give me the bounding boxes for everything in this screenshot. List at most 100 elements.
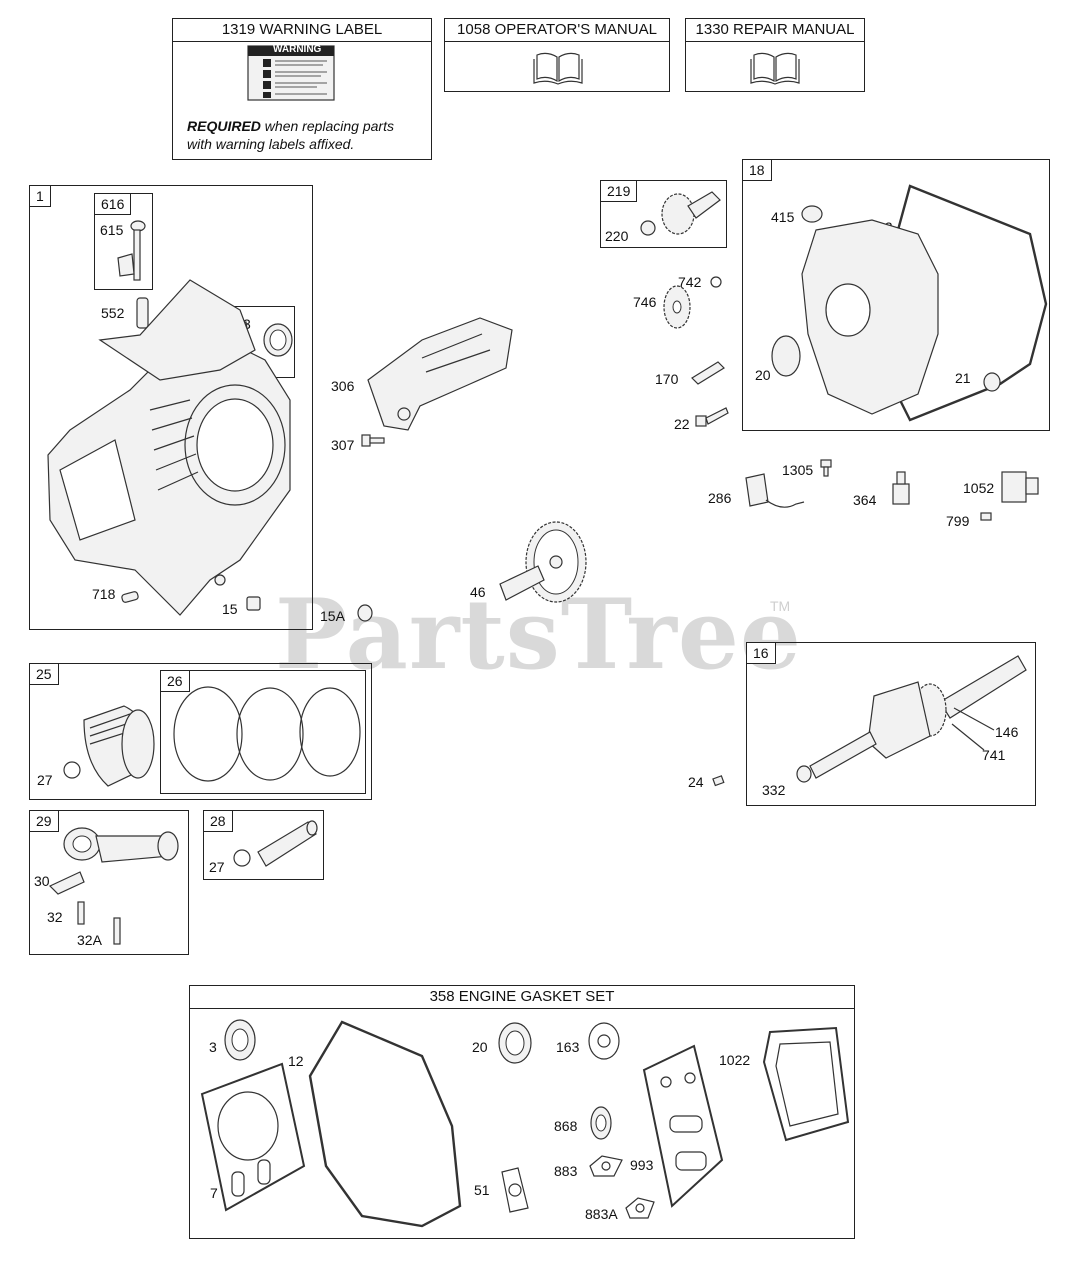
group-1-tag: 1 — [29, 185, 51, 207]
label-15: 15 — [222, 601, 238, 617]
clip-742-part — [710, 276, 722, 288]
note-line1: when replacing parts — [260, 118, 394, 134]
book-icon — [533, 52, 583, 85]
label-30: 30 — [34, 873, 50, 889]
group-28-tag: 28 — [203, 810, 233, 832]
label-20-gasket: 20 — [472, 1039, 488, 1055]
label-883: 883 — [554, 1163, 578, 1179]
label-22: 22 — [674, 416, 690, 432]
label-332: 332 — [762, 782, 786, 798]
cover-gasket-part — [308, 1020, 462, 1228]
label-286: 286 — [708, 490, 732, 506]
group-18-box[interactable]: 18 — [742, 159, 1050, 431]
warning-sticker-icon — [247, 45, 335, 101]
screw-307-part — [361, 434, 385, 447]
warning-sticker-badge: WARNING — [273, 44, 322, 55]
label-1305: 1305 — [782, 462, 814, 478]
label-24: 24 — [688, 774, 704, 790]
sensor-364-part — [892, 471, 910, 505]
label-1022: 1022 — [719, 1052, 751, 1068]
switch-286-part — [745, 473, 805, 508]
label-307: 307 — [331, 437, 355, 453]
group-16-tag: 16 — [746, 642, 776, 664]
camshaft-gear-part — [499, 521, 587, 603]
group-25-box[interactable]: 25 — [29, 663, 372, 800]
governor-gear-part — [640, 191, 721, 236]
gasket-993-part — [642, 1044, 724, 1208]
repair-manual-box[interactable]: 1330 REPAIR MANUAL — [685, 18, 865, 92]
screw-799-part — [980, 512, 992, 521]
warning-requirement-note: REQUIRED when replacing parts with warni… — [187, 117, 394, 153]
label-741: 741 — [982, 747, 1006, 763]
warning-label-box[interactable]: 1319 WARNING LABEL WARNING REQUIRED when… — [172, 18, 432, 160]
valve-cover-gasket-part — [762, 1026, 850, 1142]
label-868: 868 — [554, 1118, 578, 1134]
label-51: 51 — [474, 1182, 490, 1198]
dowel-pin-part — [121, 591, 139, 603]
repair-manual-title: 1330 REPAIR MANUAL — [686, 19, 864, 42]
label-883a: 883A — [585, 1206, 618, 1222]
group-219-box[interactable]: 219 — [600, 180, 727, 248]
group-1-box[interactable]: 1 — [29, 185, 313, 630]
label-799: 799 — [946, 513, 970, 529]
operators-manual-box[interactable]: 1058 OPERATOR'S MANUAL — [444, 18, 670, 92]
label-7: 7 — [210, 1185, 218, 1201]
engine-gasket-set-box[interactable]: 358 ENGINE GASKET SET — [189, 985, 855, 1239]
key-24-part — [712, 775, 725, 787]
breather-valve-part — [117, 220, 146, 281]
plug-15a-part — [357, 604, 373, 622]
cylinder-block-part — [47, 279, 291, 616]
crankshaft-part — [796, 655, 1027, 783]
seal-868-part — [590, 1106, 612, 1140]
warning-label-title: 1319 WARNING LABEL — [173, 19, 431, 42]
label-32: 32 — [47, 909, 63, 925]
label-12-gasket: 12 — [288, 1053, 304, 1069]
piston-rings-part — [173, 686, 361, 782]
group-16-box[interactable]: 16 — [746, 642, 1036, 806]
bolt-22-part — [695, 407, 729, 427]
group-28-box[interactable]: 28 — [203, 810, 324, 880]
group-219-tag: 219 — [600, 180, 638, 202]
label-742: 742 — [678, 274, 702, 290]
label-3-gasket: 3 — [209, 1039, 217, 1055]
valve-guide-part — [136, 297, 149, 329]
label-746: 746 — [633, 294, 657, 310]
label-615: 615 — [100, 222, 124, 238]
group-29-box[interactable]: 29 — [29, 810, 189, 955]
label-364: 364 — [853, 492, 877, 508]
group-25-tag: 25 — [29, 663, 59, 685]
label-21: 21 — [955, 370, 971, 386]
gasket-883a-part — [625, 1197, 655, 1219]
trademark-mark: TM — [770, 598, 791, 614]
screw-1305-part — [820, 459, 832, 477]
gasket-163-part — [588, 1022, 620, 1060]
label-46: 46 — [470, 584, 486, 600]
book-icon — [750, 52, 800, 85]
piston-pin-part — [233, 820, 318, 867]
note-line2: with warning labels affixed. — [187, 136, 355, 152]
gasket-51-part — [501, 1167, 529, 1213]
label-146: 146 — [995, 724, 1019, 740]
group-26-box[interactable]: 26 — [160, 670, 366, 794]
group-616-tag: 616 — [94, 193, 132, 215]
label-15a: 15A — [320, 608, 345, 624]
gear-746-part — [663, 285, 691, 329]
label-20-cover: 20 — [755, 367, 771, 383]
group-29-tag: 29 — [29, 810, 59, 832]
label-32a: 32A — [77, 932, 102, 948]
label-552: 552 — [101, 305, 125, 321]
shaft-170-part — [691, 361, 725, 385]
label-163: 163 — [556, 1039, 580, 1055]
required-word: REQUIRED — [187, 118, 261, 134]
oil-seal-20-part — [498, 1022, 532, 1064]
label-170: 170 — [655, 371, 679, 387]
label-993: 993 — [630, 1157, 654, 1173]
piston-part — [63, 705, 155, 787]
group-616-box[interactable]: 616 — [94, 193, 153, 290]
connecting-rod-part — [48, 827, 179, 945]
head-gasket-part — [200, 1062, 306, 1212]
crankcase-cover-part — [771, 184, 1048, 422]
oil-seal-3-part — [224, 1019, 256, 1061]
label-415: 415 — [771, 209, 795, 225]
group-26-tag: 26 — [160, 670, 190, 692]
